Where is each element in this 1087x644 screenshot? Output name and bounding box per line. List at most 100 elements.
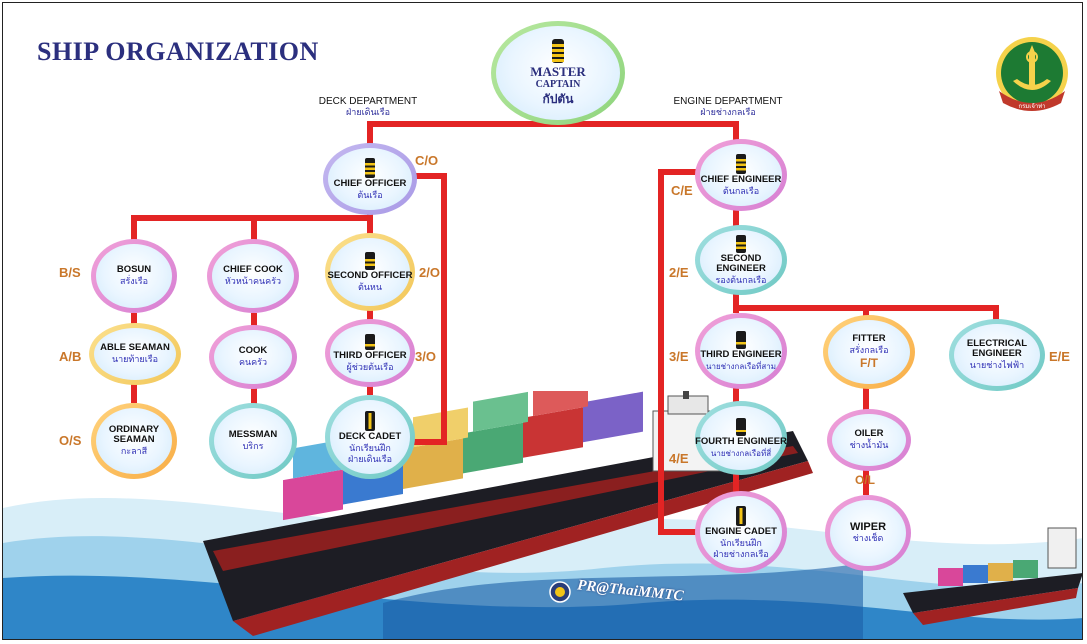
fourth-engineer-th: นายช่างกลเรือที่สี่ — [710, 449, 772, 458]
ordinary-seaman-en2: SEAMAN — [113, 434, 155, 445]
third-officer-th: ผู้ช่วยต้นเรือ — [346, 362, 394, 372]
chief-cook-en: CHIEF COOK — [223, 264, 283, 275]
chief-cook-node: CHIEF COOK หัวหน้าคนครัว — [207, 239, 299, 313]
epaulette-icon — [735, 154, 746, 174]
deck-cadet-th2: ฝ่ายเดินเรือ — [348, 453, 392, 464]
small-ship-illustration — [903, 527, 1082, 625]
able-seaman-th: นายท้ายเรือ — [111, 354, 159, 364]
chief-engineer-en: CHIEF ENGINEER — [700, 174, 782, 185]
messman-en: MESSMAN — [228, 429, 278, 440]
deck-department-th: ฝ่ายเดินเรือ — [346, 107, 390, 117]
ordinary-seaman-en1: ORDINARY — [108, 424, 160, 435]
cook-en: COOK — [238, 345, 268, 356]
third-engineer-node: THIRD ENGINEER นายช่างกลเรือที่สาม — [695, 313, 787, 389]
wiper-en: WIPER — [849, 521, 887, 533]
deck-cadet-th1: นักเรียนฝึก — [349, 442, 391, 453]
chief-officer-th: ต้นเรือ — [357, 190, 383, 200]
bosun-node: BOSUN สรั่งเรือ — [91, 239, 177, 313]
fourth-engineer-en: FOURTH ENGINEER — [695, 436, 787, 447]
wiper-th: ช่างเช็ด — [852, 533, 884, 543]
abbr-electrical-engineer: E/E — [1049, 349, 1070, 364]
cook-th: คนครัว — [238, 357, 268, 367]
cadet-epaulette-icon — [735, 505, 746, 526]
abbr-second-engineer: 2/E — [669, 265, 689, 280]
bosun-en: BOSUN — [116, 264, 152, 275]
abbr-fourth-engineer: 4/E — [669, 451, 689, 466]
abbr-chief-engineer: C/E — [671, 183, 693, 198]
abbr-chief-officer: C/O — [415, 153, 439, 168]
oiler-en: OILER — [854, 428, 884, 439]
second-officer-node: SECOND OFFICER ต้นหน — [325, 233, 415, 311]
messman-th: บริกร — [242, 441, 264, 451]
able-seaman-en: ABLE SEAMAN — [100, 342, 170, 353]
electrical-engineer-th: นายช่างไฟฟ้า — [969, 360, 1025, 370]
cook-node: COOK คนครัว — [209, 325, 297, 389]
second-officer-en: SECOND OFFICER — [327, 270, 413, 281]
deck-cadet-en: DECK CADET — [338, 430, 402, 442]
electrical-engineer-en1: ELECTRICAL — [966, 338, 1028, 349]
engine-cadet-node: ENGINE CADET นักเรียนฝึก ฝ่ายช่างกลเรือ — [695, 491, 787, 573]
third-officer-en: THIRD OFFICER — [333, 350, 407, 361]
second-officer-th: ต้นหน — [357, 282, 383, 292]
chief-officer-en: CHIEF OFFICER — [333, 178, 407, 189]
chief-engineer-node: CHIEF ENGINEER ต้นกลเรือ — [695, 139, 787, 211]
master-thai: กัปตัน — [542, 92, 574, 106]
third-officer-node: THIRD OFFICER ผู้ช่วยต้นเรือ — [325, 319, 415, 387]
master-title: MASTER — [530, 64, 586, 79]
chief-engineer-th: ต้นกลเรือ — [722, 186, 760, 196]
ordinary-seaman-th: กะลาสี — [120, 446, 148, 456]
page-title: SHIP ORGANIZATION — [37, 37, 319, 66]
electrical-engineer-node: ELECTRICAL ENGINEER นายช่างไฟฟ้า — [949, 319, 1045, 391]
fitter-node: FITTER สรั่งกลเรือ F/T — [823, 315, 915, 389]
engine-cadet-th2: ฝ่ายช่างกลเรือ — [713, 548, 769, 559]
oiler-node: OILER ช่างน้ำมัน — [827, 409, 911, 471]
epaulette-icon — [736, 235, 746, 253]
deck-department-en: DECK DEPARTMENT — [318, 96, 418, 107]
abbr-fitter: F/T — [859, 356, 878, 370]
thai-marine-emblem-icon: กรมเจ้าท่า — [996, 37, 1068, 111]
abbr-able-seaman: A/B — [59, 349, 82, 364]
captain-title: CAPTAIN — [535, 79, 581, 90]
epaulette-icon — [736, 418, 746, 436]
wiper-node: WIPER ช่างเช็ด — [825, 495, 911, 571]
abbr-bosun: B/S — [59, 265, 81, 280]
ordinary-seaman-node: ORDINARY SEAMAN กะลาสี — [91, 403, 177, 479]
mmtc-logo-icon — [549, 581, 571, 603]
messman-node: MESSMAN บริกร — [209, 403, 297, 479]
abbr-third-engineer: 3/E — [669, 349, 689, 364]
electrical-engineer-en2: ENGINEER — [972, 348, 1022, 359]
fitter-th: สรั่งกลเรือ — [849, 345, 889, 355]
captain-epaulette-icon — [552, 39, 564, 63]
bosun-th: สรั่งเรือ — [119, 276, 149, 286]
epaulette-icon — [364, 252, 375, 270]
abbr-third-officer: 3/O — [415, 349, 436, 364]
engine-department-label: ENGINE DEPARTMENT ฝ่ายช่างกลเรือ — [663, 96, 793, 118]
able-seaman-node: ABLE SEAMAN นายท้ายเรือ — [89, 323, 181, 385]
second-engineer-th: รองต้นกลเรือ — [715, 275, 767, 285]
engine-department-en: ENGINE DEPARTMENT — [673, 96, 783, 107]
fourth-engineer-node: FOURTH ENGINEER นายช่างกลเรือที่สี่ — [695, 401, 787, 475]
second-engineer-node: SECOND ENGINEER รองต้นกลเรือ — [695, 225, 787, 295]
chief-officer-node: CHIEF OFFICER ต้นเรือ — [323, 143, 417, 215]
abbr-oiler: O/L — [855, 473, 875, 487]
engine-cadet-th1: นักเรียนฝึก — [720, 537, 762, 548]
epaulette-icon — [735, 331, 746, 349]
engine-cadet-en: ENGINE CADET — [705, 525, 777, 537]
oiler-th: ช่างน้ำมัน — [849, 440, 889, 450]
second-engineer-en: SECOND ENGINEER — [716, 253, 766, 274]
fitter-en: FITTER — [852, 333, 886, 344]
abbr-ordinary-seaman: O/S — [59, 433, 82, 448]
deck-department-label: DECK DEPARTMENT ฝ่ายเดินเรือ — [308, 96, 428, 118]
epaulette-icon — [365, 158, 375, 178]
engine-department-th: ฝ่ายช่างกลเรือ — [700, 107, 756, 117]
chief-cook-th: หัวหน้าคนครัว — [224, 276, 282, 286]
emblem-text: กรมเจ้าท่า — [1018, 103, 1045, 110]
cadet-epaulette-icon — [365, 410, 375, 431]
deck-cadet-node: DECK CADET นักเรียนฝึก ฝ่ายเดินเรือ — [325, 395, 415, 479]
third-engineer-th: นายช่างกลเรือที่สาม — [706, 362, 776, 371]
master-node: MASTER CAPTAIN กัปตัน — [491, 21, 625, 125]
third-engineer-en: THIRD ENGINEER — [700, 349, 782, 360]
epaulette-icon — [364, 334, 375, 350]
abbr-second-officer: 2/O — [419, 265, 440, 280]
